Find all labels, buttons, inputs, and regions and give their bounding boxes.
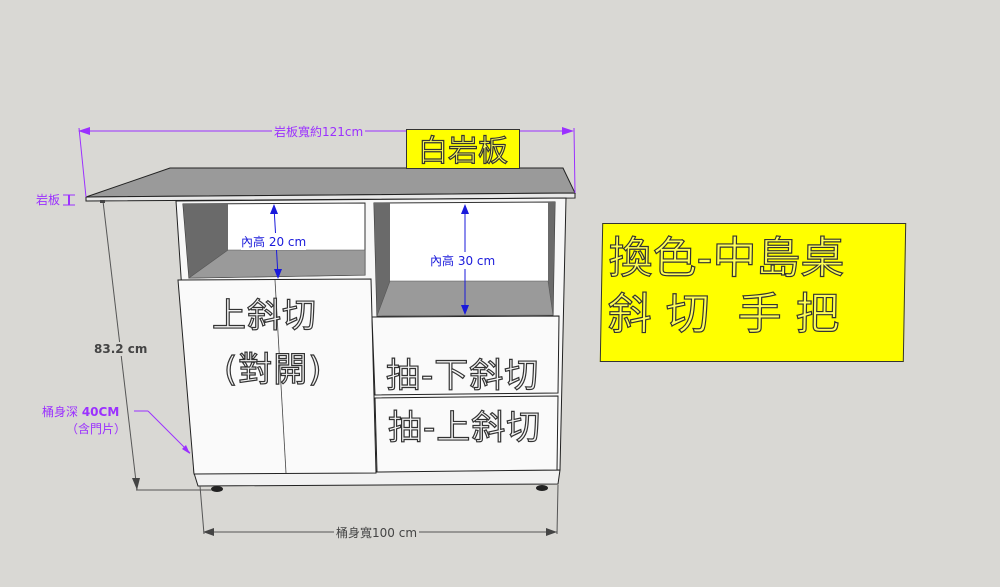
- body-depth-label: 桶身深 40CM: [42, 405, 120, 419]
- slab-thickness-label: 岩板: [36, 193, 61, 207]
- door-note-label: (對開): [223, 349, 323, 390]
- top-material-label: 白岩板: [406, 129, 520, 169]
- double-door: [177, 278, 377, 475]
- drawer-top: [371, 315, 560, 396]
- inner-height-left-label: 內高 20 cm: [241, 233, 307, 250]
- slab-width-label: 岩板寬約121cm: [272, 123, 366, 140]
- countertop-slab: [85, 167, 576, 198]
- drawer-bottom: [374, 395, 559, 473]
- total-height-label: 83.2 cm: [94, 342, 148, 356]
- drawer-top-label: 抽-下斜切: [385, 355, 540, 396]
- sign-line-2: 斜 切 手 把: [607, 288, 841, 340]
- body-width-label: 桶身寬100 cm: [334, 524, 420, 541]
- color-change-sign: 換色-中島桌 斜 切 手 把: [599, 223, 907, 362]
- sign-line-1: 換色-中島桌: [608, 232, 846, 284]
- drawer-bottom-label: 抽-上斜切: [387, 407, 542, 448]
- door-label: 上斜切: [211, 295, 317, 336]
- inner-height-right-label: 內高 30 cm: [430, 252, 496, 269]
- body-depth-note: （含門片）: [66, 422, 127, 436]
